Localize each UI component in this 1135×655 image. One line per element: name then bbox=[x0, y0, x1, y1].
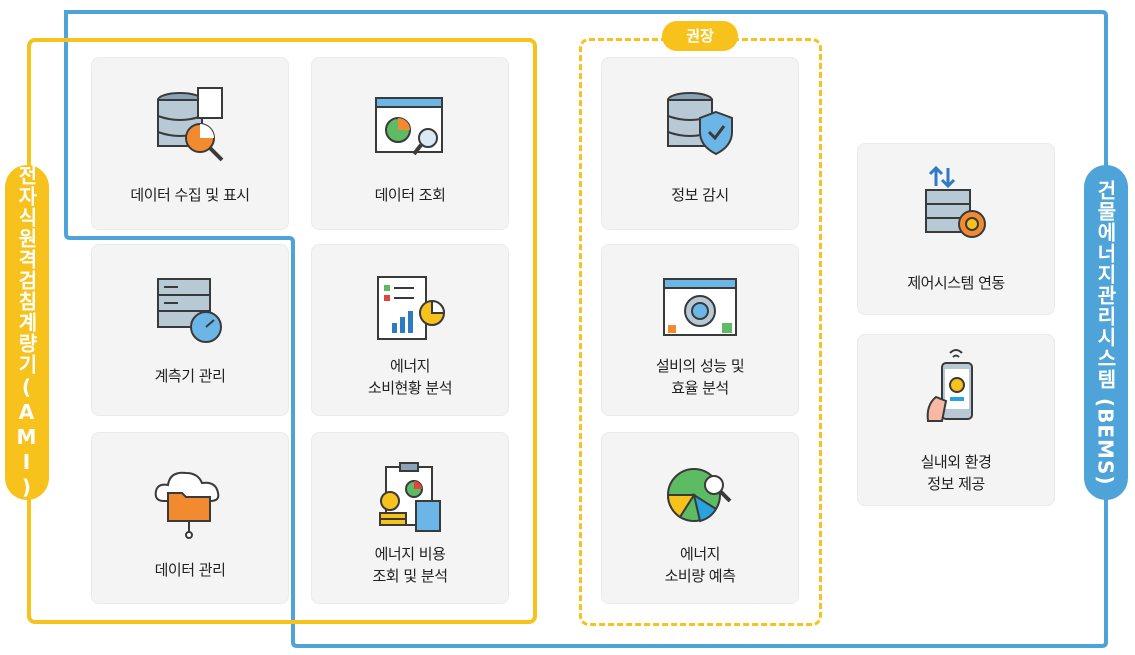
card-control-system[interactable]: 제어시스템 연동 bbox=[857, 143, 1055, 315]
server-gear-icon bbox=[916, 164, 996, 244]
card-energy-consumption-analysis[interactable]: 에너지 소비현황 분석 bbox=[311, 244, 509, 416]
database-search-icon bbox=[150, 86, 230, 166]
recommended-badge: 권장 bbox=[662, 21, 738, 51]
card-label: 데이터 수집 및 표시 bbox=[130, 186, 250, 204]
mobile-app-icon bbox=[916, 345, 996, 425]
report-chart-icon bbox=[370, 273, 450, 353]
server-gauge-icon bbox=[150, 273, 230, 353]
card-information-monitoring[interactable]: 정보 감시 bbox=[601, 57, 799, 230]
card-label: 에너지 소비현황 분석 bbox=[367, 357, 453, 397]
card-label: 데이터 조회 bbox=[374, 186, 446, 204]
clipboard-calculator-icon bbox=[370, 461, 450, 541]
pie-chart-search-icon bbox=[660, 459, 740, 539]
bems-label: 건물에너지관리시스템 (BEMS) bbox=[1084, 165, 1128, 500]
card-label: 설비의 성능 및 효율 분석 bbox=[655, 357, 745, 397]
dashboard-gear-icon bbox=[660, 273, 740, 353]
card-energy-cost-analysis[interactable]: 에너지 비용 조회 및 분석 bbox=[311, 432, 509, 604]
card-data-collection[interactable]: 데이터 수집 및 표시 bbox=[91, 57, 289, 230]
card-data-lookup[interactable]: 데이터 조회 bbox=[311, 57, 509, 230]
chart-window-search-icon bbox=[370, 86, 450, 166]
card-label: 데이터 관리 bbox=[154, 561, 226, 579]
card-data-management[interactable]: 데이터 관리 bbox=[91, 432, 289, 604]
card-label: 실내외 환경 정보 제공 bbox=[920, 453, 992, 493]
card-label: 제어시스템 연동 bbox=[907, 274, 1005, 292]
card-label: 에너지 소비량 예측 bbox=[664, 545, 736, 585]
card-energy-prediction[interactable]: 에너지 소비량 예측 bbox=[601, 432, 799, 604]
database-shield-icon bbox=[660, 86, 740, 166]
card-label: 계측기 관리 bbox=[154, 367, 226, 385]
card-equipment-efficiency[interactable]: 설비의 성능 및 효율 분석 bbox=[601, 244, 799, 416]
card-indoor-outdoor-info[interactable]: 실내외 환경 정보 제공 bbox=[857, 334, 1055, 506]
card-label: 정보 감시 bbox=[671, 186, 729, 204]
cloud-folder-icon bbox=[150, 461, 230, 541]
card-label: 에너지 비용 조회 및 분석 bbox=[372, 545, 448, 585]
ami-label: 전자식원격검침계량기(AMI) bbox=[5, 165, 49, 500]
card-meter-management[interactable]: 계측기 관리 bbox=[91, 244, 289, 416]
